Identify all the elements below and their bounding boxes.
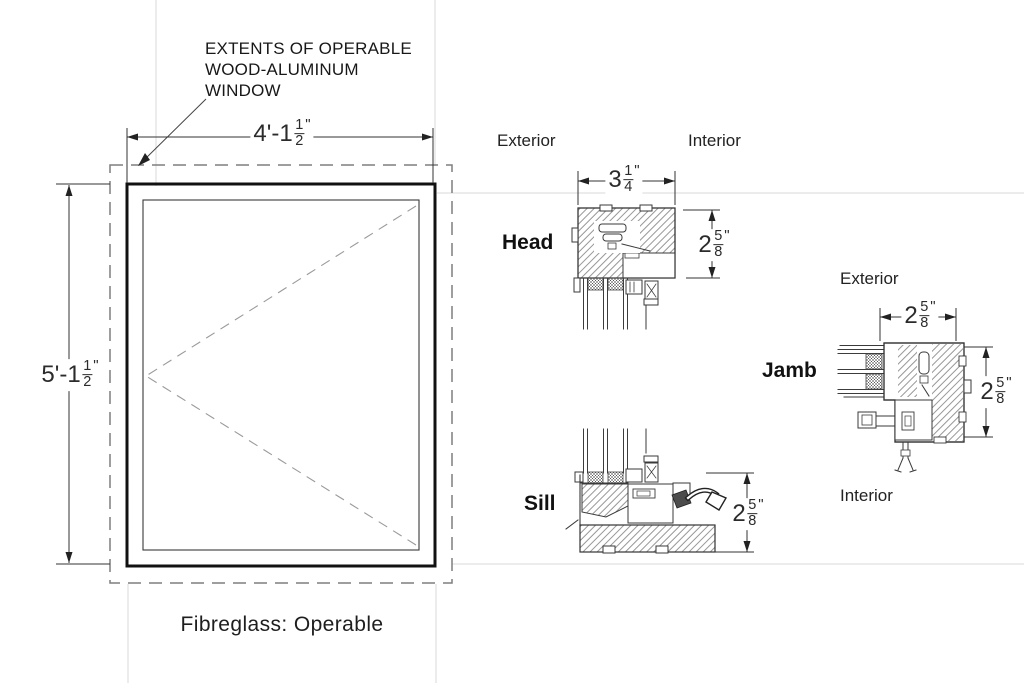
dim-denominator: 8 xyxy=(920,315,929,332)
extents-label-line1: EXTENTS OF OPERABLE xyxy=(205,39,412,58)
guide-lines xyxy=(127,0,1024,683)
dim-numerator: 5 xyxy=(713,228,724,246)
dim-main: 5'-1 xyxy=(41,361,81,388)
dim-denominator: 8 xyxy=(714,244,723,261)
dim-unit: " xyxy=(724,227,730,245)
dim-main: 2 xyxy=(698,231,712,258)
exterior-label-mid: Exterior xyxy=(497,131,556,150)
jamb-section-drawing xyxy=(837,342,972,473)
sill-section-drawing xyxy=(565,428,728,554)
dim-numerator: 1 xyxy=(294,117,305,135)
extents-label-line3: WINDOW xyxy=(205,81,281,100)
dim-denominator: 2 xyxy=(295,133,304,150)
sill-label: Sill xyxy=(524,492,556,515)
dim-denominator: 8 xyxy=(996,391,1005,408)
extents-dashed-outline xyxy=(109,164,453,584)
extents-leader-line xyxy=(138,98,207,166)
dim-numerator: 5 xyxy=(995,375,1006,393)
dim-unit: " xyxy=(93,357,99,375)
dim-main: 2 xyxy=(732,500,746,527)
dim-numerator: 5 xyxy=(747,497,758,515)
dim-main: 2 xyxy=(980,378,994,405)
head-label: Head xyxy=(502,231,554,254)
dim-unit: " xyxy=(634,162,640,180)
interior-label-jamb: Interior xyxy=(840,486,893,505)
dim-numerator: 1 xyxy=(623,163,634,181)
dim-unit: " xyxy=(758,496,764,514)
dim-unit: " xyxy=(1006,374,1012,392)
jamb-label: Jamb xyxy=(762,359,817,382)
extents-label-line2: WOOD-ALUMINUM xyxy=(205,60,359,79)
extents-label: EXTENTS OF OPERABLE WOOD-ALUMINUM WINDOW xyxy=(205,38,412,101)
dim-unit: " xyxy=(305,116,311,134)
dim-main: 2 xyxy=(904,302,918,329)
exterior-label-jamb: Exterior xyxy=(840,269,899,288)
dim-denominator: 4 xyxy=(624,179,633,196)
dim-denominator: 8 xyxy=(748,513,757,530)
dim-main: 3 xyxy=(608,166,622,193)
head-section-drawing xyxy=(571,204,676,330)
dim-unit: " xyxy=(930,298,936,316)
dim-numerator: 1 xyxy=(82,358,93,376)
window-elevation xyxy=(125,182,437,568)
interior-label-mid: Interior xyxy=(688,131,741,150)
caption: Fibreglass: Operable xyxy=(180,613,384,636)
dim-main: 4'-1 xyxy=(253,120,293,147)
dim-numerator: 5 xyxy=(919,299,930,317)
dim-denominator: 2 xyxy=(83,374,92,391)
operable-swing-symbol xyxy=(145,205,417,546)
